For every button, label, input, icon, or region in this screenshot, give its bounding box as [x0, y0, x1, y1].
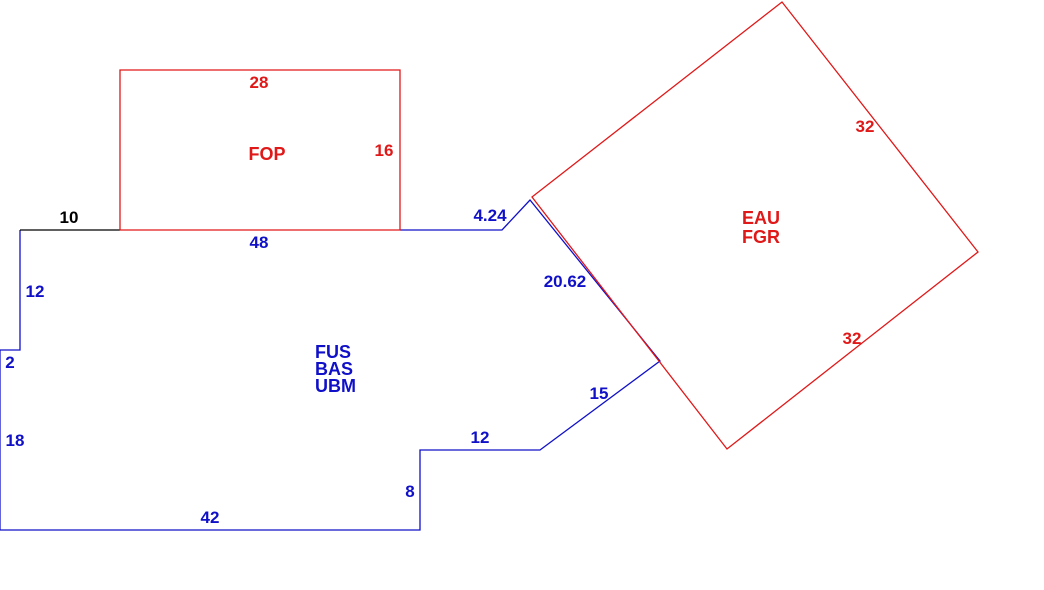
- dim-main-left-jog: 2: [5, 353, 14, 372]
- dim-main-top-middle: 48: [250, 233, 269, 252]
- dim-garage-upper-right: 32: [856, 117, 875, 136]
- dim-main-left-lower: 18: [6, 431, 25, 450]
- dim-porch-top: 28: [250, 73, 269, 92]
- dim-main-step-drop: 8: [405, 482, 414, 501]
- dim-main-top-left: 10: [60, 208, 79, 227]
- porch-outline: [119, 69, 401, 231]
- garage-area-code-2: FGR: [742, 227, 780, 247]
- dim-main-lower-step: 12: [471, 428, 490, 447]
- garage-area-code-1: EAU: [742, 208, 780, 228]
- dim-main-top-angled: 4.24: [473, 206, 507, 225]
- main-area-code-1: FUS: [315, 342, 351, 362]
- dim-main-diagonal: 20.62: [544, 272, 587, 291]
- main-structure-outline: [0, 199, 661, 531]
- porch-area-code: FOP: [248, 144, 285, 164]
- dim-main-lower-angled: 15: [590, 384, 609, 403]
- main-area-code-3: UBM: [315, 376, 356, 396]
- garage-outline: [531, 1, 979, 450]
- dim-main-bottom: 42: [201, 508, 220, 527]
- dim-main-left-upper: 12: [26, 282, 45, 301]
- dim-porch-right: 16: [375, 141, 394, 160]
- main-area-code-2: BAS: [315, 359, 353, 379]
- dim-garage-lower-right: 32: [843, 329, 862, 348]
